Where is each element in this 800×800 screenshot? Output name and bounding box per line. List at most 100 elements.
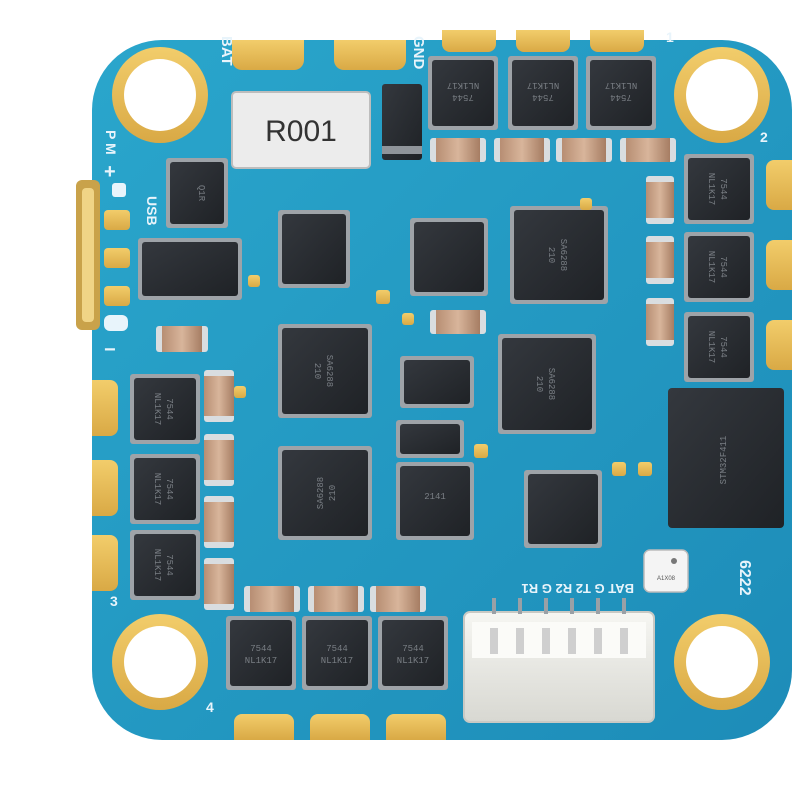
- mosfet-top-2: 7544 NL1K17: [508, 56, 578, 130]
- capacitor-right-2: [646, 236, 674, 284]
- mosfet-top-1-marking-2: NL1K17: [447, 80, 479, 90]
- mcu-marking: STM32F411: [719, 436, 729, 485]
- barometer-marking: A1X08: [657, 576, 676, 582]
- motor-1-label: 1: [666, 29, 674, 45]
- power-pads: [232, 30, 644, 70]
- regulator-top-left-marking: Q1R: [196, 185, 206, 202]
- mosfet-left-3-marking-2: NL1K17: [152, 549, 162, 581]
- inductor-small: [396, 420, 464, 458]
- small-chip-4-marking: 2141: [424, 492, 446, 502]
- mosfet-right-2-marking-2: NL1K17: [706, 251, 716, 283]
- test-pads: [234, 198, 652, 476]
- mosfet-top-2-marking-2: NL1K17: [527, 80, 559, 90]
- resistor-label: R001: [265, 115, 337, 148]
- motor-4-label: 4: [206, 699, 214, 715]
- capacitors-group: [156, 138, 676, 612]
- diode: [382, 84, 422, 160]
- capacitor-top-1: [430, 138, 486, 162]
- minus-label: −: [104, 339, 116, 361]
- mosfet-top-3-marking-2: NL1K17: [605, 80, 637, 90]
- capacitor-right-1: [646, 176, 674, 224]
- jst-connector: [463, 598, 655, 723]
- small-chip-1: [278, 210, 350, 288]
- barometer-sensor: A1X08: [643, 549, 689, 593]
- capacitor-right-3: [646, 298, 674, 346]
- board-id-label: 6222: [736, 560, 753, 596]
- usb-connector: [76, 180, 130, 331]
- current-sense-resistor: R001: [231, 91, 371, 169]
- usb-label: USB: [144, 196, 160, 226]
- driver-chip-3-marking: SA6288: [546, 368, 556, 400]
- driver-chip-3-marking-2: 210: [534, 376, 544, 392]
- small-chip-5: [524, 470, 602, 548]
- mosfet-bottom-3-marking-2: NL1K17: [397, 656, 429, 666]
- plus-label: +: [104, 161, 116, 183]
- mosfet-right-1-marking-2: NL1K17: [706, 173, 716, 205]
- mosfet-left-2-marking-2: NL1K17: [152, 473, 162, 505]
- driver-chip-1-marking: SA6288: [558, 239, 568, 271]
- capacitor-top-3: [556, 138, 612, 162]
- mosfet-bottom-2-marking-2: NL1K17: [321, 656, 353, 666]
- mosfet-top-3-marking: 7544: [610, 92, 632, 102]
- capacitor-bottom-3: [370, 586, 426, 612]
- capacitor-top-2: [494, 138, 550, 162]
- mosfet-left-1-marking-2: NL1K17: [152, 393, 162, 425]
- mosfet-top-1: 7544 NL1K17: [428, 56, 498, 130]
- right-motor-pads: [766, 160, 792, 370]
- driver-chip-4-marking: SA6288: [316, 477, 326, 509]
- capacitor-bottom-2: [308, 586, 364, 612]
- capacitor-left-small: [156, 326, 208, 352]
- regulator-left: [138, 238, 242, 300]
- mcu-chip: STM32F411: [668, 388, 784, 528]
- left-motor-pads: [92, 380, 118, 591]
- mosfet-top-3: 7544 NL1K17: [586, 56, 656, 130]
- capacitor-mid-1: [430, 310, 486, 334]
- driver-chip-2-marking-2: 210: [312, 363, 322, 379]
- motor-2-label: 2: [760, 129, 768, 145]
- small-chip-3: [400, 356, 474, 408]
- mosfet-bottom-1-marking: 7544: [250, 644, 272, 654]
- chips-group: 7544NL1K177544NL1K177544NL1K177544NL1K17…: [130, 56, 754, 690]
- driver-chip-1-marking-2: 210: [546, 247, 556, 263]
- pm-label: P M: [103, 130, 119, 155]
- mosfet-left-2-marking: 7544: [164, 478, 174, 500]
- connector-pin-labels: BAT G T2 R2 G R1: [522, 581, 634, 596]
- mosfet-top-2-marking: 7544: [532, 92, 554, 102]
- mosfet-right-3-marking: 7544: [718, 336, 728, 358]
- motor-3-label: 3: [110, 593, 118, 609]
- small-chip-4: 2141: [396, 462, 474, 540]
- mosfet-left-1-marking: 7544: [164, 398, 174, 420]
- driver-chip-2-marking: SA6288: [324, 355, 334, 387]
- mosfet-left-3-marking: 7544: [164, 554, 174, 576]
- driver-chip-4-marking-2: 210: [328, 485, 338, 501]
- capacitor-left-2: [204, 434, 234, 486]
- mosfet-bottom-3-marking: 7544: [402, 644, 424, 654]
- capacitor-left-4: [204, 558, 234, 610]
- mosfet-right-3-marking-2: NL1K17: [706, 331, 716, 363]
- mosfet-right-1-marking: 7544: [718, 178, 728, 200]
- bat-label: BAT: [218, 36, 235, 66]
- gnd-label: GND: [410, 36, 427, 70]
- mosfet-bottom-1-marking-2: NL1K17: [245, 656, 277, 666]
- capacitor-bottom-1: [244, 586, 300, 612]
- capacitor-left-1: [204, 370, 234, 422]
- mosfet-top-1-marking: 7544: [452, 92, 474, 102]
- small-chip-2: [410, 218, 488, 296]
- mosfet-right-2-marking: 7544: [718, 256, 728, 278]
- bottom-motor-pads: [234, 714, 446, 740]
- capacitor-top-4: [620, 138, 676, 162]
